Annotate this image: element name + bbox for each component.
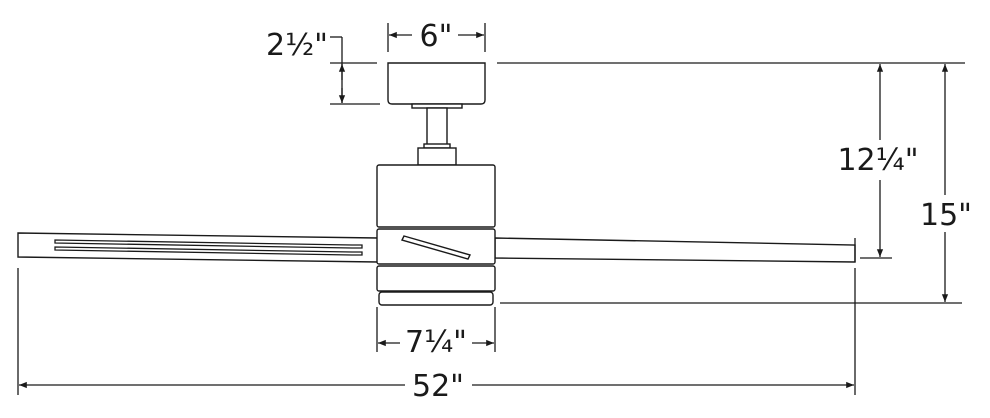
- coupler: [417, 147, 457, 166]
- dim-fan-height: 12¼": [837, 64, 919, 259]
- canopy-width-label: 6": [420, 19, 453, 54]
- dim-canopy-width: 6": [387, 19, 486, 54]
- downrod: [426, 107, 448, 146]
- left-blade-groove: [54, 246, 363, 256]
- dim-canopy-height: 2½": [266, 28, 380, 105]
- blade-iron: [400, 235, 472, 260]
- left-blade: [17, 232, 379, 263]
- fan-height-label: 12¼": [837, 143, 918, 178]
- left-blade-groove: [54, 239, 363, 249]
- overall-height-label: 15": [920, 198, 972, 233]
- blade-span-label: 52": [412, 369, 464, 404]
- right-blade: [494, 237, 856, 263]
- canopy-height-label: 2½": [266, 28, 328, 63]
- light-lens: [378, 291, 494, 306]
- motor-width-label: 7¼": [405, 325, 467, 360]
- dim-motor-width: 7¼": [376, 307, 496, 360]
- dim-blade-span: 52": [17, 268, 856, 404]
- canopy: [387, 62, 486, 105]
- motor-housing-top: [376, 164, 496, 228]
- dim-overall-height: 15": [500, 64, 972, 304]
- light-kit: [376, 265, 496, 292]
